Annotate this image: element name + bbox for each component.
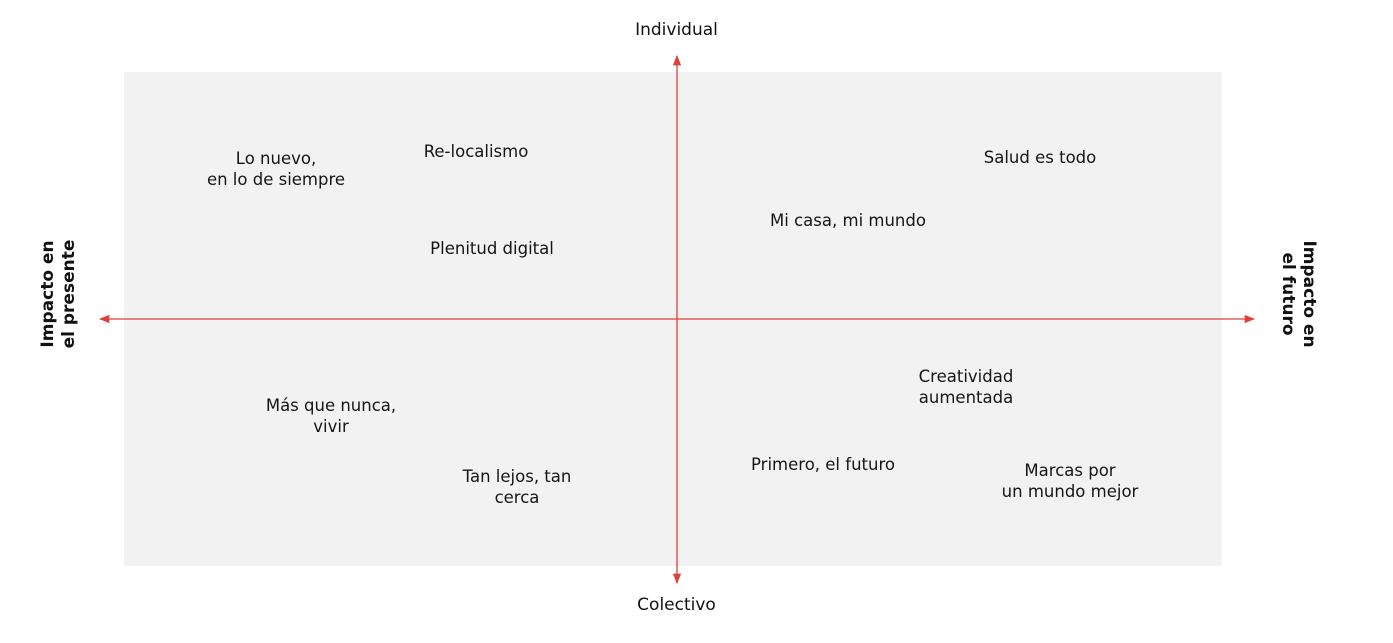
trend-tan-lejos: Tan lejos, tan cerca [462,467,572,507]
axis-label-futuro: Impacto en el futuro [1278,240,1319,348]
trend-salud-es-todo: Salud es todo [983,148,1097,167]
trend-mi-casa: Mi casa, mi mundo [770,211,926,230]
trend-marcas: Marcas por un mundo mejor [1001,461,1139,501]
trend-primero-futuro: Primero, el futuro [751,455,895,474]
trend-creatividad: Creatividad aumentada [918,367,1014,407]
axis-label-colectivo: Colectivo [637,595,716,615]
trend-re-localismo: Re-localismo [423,142,529,161]
axis-label-presente: Impacto en el presente [38,239,79,349]
axis-label-individual: Individual [635,20,718,40]
trend-lo-nuevo: Lo nuevo, en lo de siempre [206,149,346,189]
trend-plenitud-digital: Plenitud digital [430,239,554,258]
trend-mas-que-nunca: Más que nunca, vivir [265,396,397,436]
